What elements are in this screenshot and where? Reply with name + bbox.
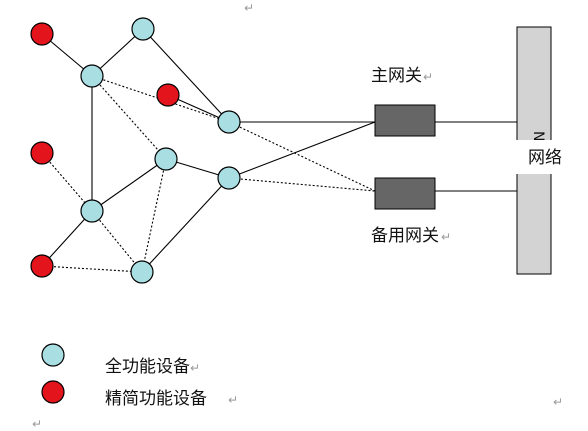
full-function-device-node-f4 bbox=[154, 147, 178, 171]
backup-gateway-label: 备用网关 bbox=[371, 226, 439, 246]
link-f6-f7 bbox=[91, 210, 143, 273]
full-function-device-node-f1 bbox=[131, 17, 155, 41]
backup-gateway-box bbox=[374, 177, 436, 210]
reduced-function-device-node-r1 bbox=[30, 22, 54, 46]
full-function-device-node-f6 bbox=[80, 199, 104, 223]
legend-reduced-function-paragraph-mark: ↵ bbox=[228, 393, 238, 407]
full-function-device-node-f2 bbox=[80, 64, 104, 88]
link-f1-f3 bbox=[142, 28, 230, 123]
link-f3-backup_gateway bbox=[228, 121, 376, 192]
backup-gateway-paragraph-mark: ↵ bbox=[441, 230, 451, 244]
full-function-device-node-f5 bbox=[217, 166, 241, 190]
link-f5-main_gateway bbox=[228, 121, 376, 179]
legend-full-function-paragraph-mark: ↵ bbox=[190, 361, 200, 375]
link-r3-f6 bbox=[41, 152, 93, 212]
main-gateway-paragraph-mark: ↵ bbox=[423, 70, 433, 84]
legend: 全功能设备 ↵ 精简功能设备 ↵ bbox=[41, 343, 238, 409]
paragraph-mark-top: ↵ bbox=[244, 1, 254, 15]
network-label: 网络 bbox=[528, 148, 562, 168]
main-gateway-box bbox=[374, 104, 436, 137]
legend-full-function-swatch bbox=[41, 343, 65, 367]
nodes-layer bbox=[30, 17, 241, 284]
link-f5-f7 bbox=[141, 177, 230, 273]
network-label-backdrop bbox=[516, 140, 588, 174]
link-f2-f4 bbox=[91, 75, 167, 160]
link-r4-f6 bbox=[41, 210, 93, 267]
reduced-function-device-node-r3 bbox=[30, 141, 54, 165]
link-f6-f4 bbox=[91, 158, 167, 212]
legend-reduced-function-swatch bbox=[41, 380, 65, 404]
link-r4-f7 bbox=[41, 265, 143, 273]
legend-full-function-label: 全功能设备 bbox=[105, 357, 190, 377]
reduced-function-device-node-r4 bbox=[30, 254, 54, 278]
link-f4-f7 bbox=[141, 158, 167, 273]
paragraph-mark-bottom-right: ↵ bbox=[553, 395, 563, 409]
full-function-device-node-f7 bbox=[130, 260, 154, 284]
legend-reduced-function-label: 精简功能设备 bbox=[105, 389, 207, 409]
link-f5-backup_gateway bbox=[228, 177, 376, 192]
full-function-device-node-f3 bbox=[217, 110, 241, 134]
reduced-function-device-node-r2 bbox=[156, 83, 180, 107]
paragraph-mark-bottom-left: ↵ bbox=[32, 417, 42, 431]
main-gateway-label: 主网关 bbox=[371, 66, 422, 86]
